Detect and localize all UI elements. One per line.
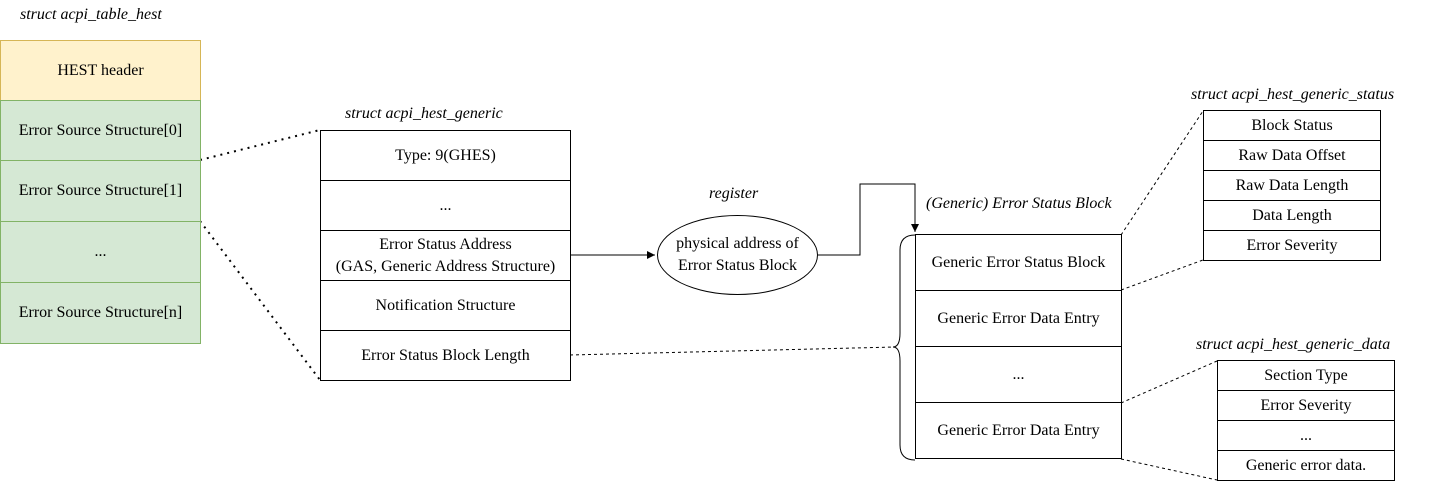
length-dashed-connector — [569, 346, 896, 356]
generic-notification-structure: Notification Structure — [320, 280, 571, 331]
generic-title: struct acpi_hest_generic — [345, 105, 503, 122]
data-ellipsis: ... — [1217, 420, 1395, 451]
register-title: register — [709, 185, 759, 202]
esb-generic-error-status-block: Generic Error Status Block — [915, 234, 1122, 291]
esb-title: (Generic) Error Status Block — [926, 195, 1112, 212]
register-arrow — [818, 183, 919, 256]
status-dashed-bottom — [1120, 259, 1204, 291]
hest-source-1: Error Source Structure[1] — [0, 160, 201, 222]
status-dashed-top — [1120, 110, 1204, 236]
hest-header: HEST header — [0, 40, 201, 101]
status-error-severity: Error Severity — [1203, 230, 1381, 261]
status-data-length: Data Length — [1203, 200, 1381, 231]
brace — [892, 234, 916, 461]
status-title: struct acpi_hest_generic_status — [1191, 86, 1395, 103]
generic-error-status-address: Error Status Address (GAS, Generic Addre… — [320, 230, 571, 281]
hest-source-n: Error Source Structure[n] — [0, 282, 201, 344]
generic-ellipsis: ... — [320, 180, 571, 231]
data-section-type: Section Type — [1217, 360, 1395, 391]
generic-error-status-block-length: Error Status Block Length — [320, 330, 571, 381]
data-dashed-bottom — [1120, 458, 1218, 481]
data-generic-error-data: Generic error data. — [1217, 450, 1395, 481]
esb-generic-error-data-entry-last: Generic Error Data Entry — [915, 402, 1122, 459]
hest-source-0: Error Source Structure[0] — [0, 100, 201, 161]
dotted-connector-top — [199, 129, 321, 161]
esb-ellipsis: ... — [915, 346, 1122, 403]
data-error-severity: Error Severity — [1217, 390, 1395, 421]
register-oval: physical address of Error Status Block — [657, 215, 818, 295]
data-title: struct acpi_hest_generic_data — [1196, 336, 1391, 353]
hest-title: struct acpi_table_hest — [20, 6, 162, 23]
status-raw-data-length: Raw Data Length — [1203, 170, 1381, 201]
generic-type: Type: 9(GHES) — [320, 130, 571, 181]
status-raw-data-offset: Raw Data Offset — [1203, 140, 1381, 171]
data-dashed-top — [1120, 360, 1218, 404]
dotted-connector-bottom — [199, 220, 321, 381]
esb-generic-error-data-entry-first: Generic Error Data Entry — [915, 290, 1122, 347]
status-block-status: Block Status — [1203, 110, 1381, 141]
hest-source-ellipsis: ... — [0, 221, 201, 283]
